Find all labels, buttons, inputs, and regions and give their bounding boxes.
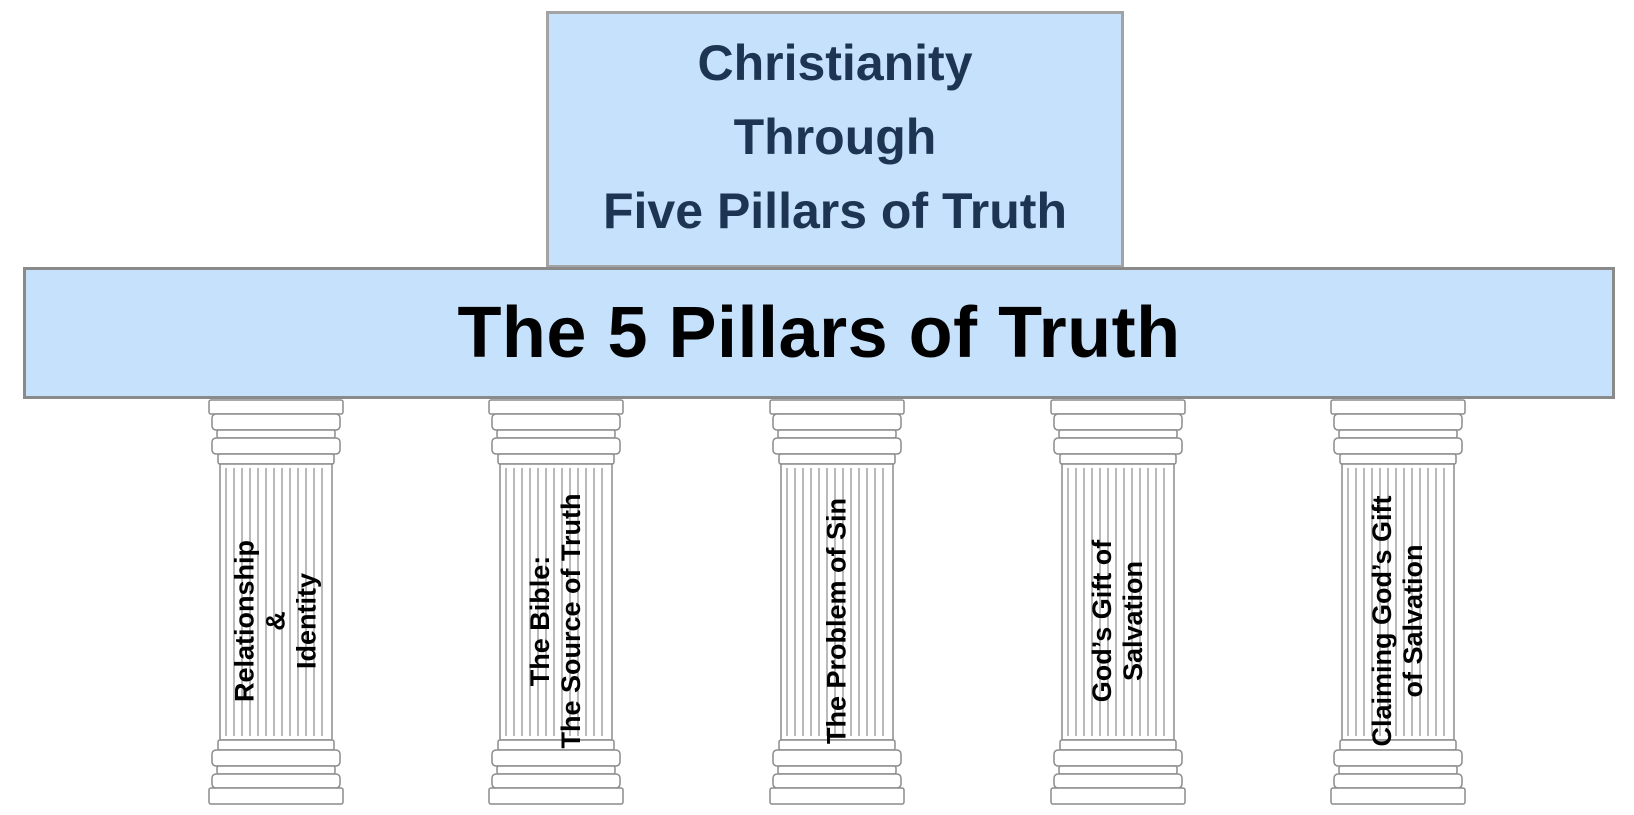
pillar-label: The Problem of Sin [821,497,852,745]
banner-title: The 5 Pillars of Truth [457,293,1181,373]
title-box: Christianity Through Five Pillars of Tru… [546,11,1124,268]
title-line-2: Through [733,108,937,165]
pillar-column-icon [1330,399,1466,805]
pillar-column-icon [488,399,624,805]
pillar-label: God’s Gift of Salvation [1087,539,1148,703]
pillar-column-icon [769,399,905,805]
pillars-banner: The 5 Pillars of Truth [23,267,1615,399]
pillar-column-icon [208,399,344,805]
title-line-1: Christianity [697,34,973,91]
pillar-label: The Bible: The Source of Truth [525,493,586,749]
pillar-column-icon [1050,399,1186,805]
title-line-3: Five Pillars of Truth [603,182,1067,239]
pillar-1: Relationship & Identity [208,399,344,805]
pillar-5: Claiming God’s Gift of Salvation [1330,399,1466,805]
pillar-2: The Bible: The Source of Truth [488,399,624,805]
pillar-3: The Problem of Sin [769,399,905,805]
pillar-4: God’s Gift of Salvation [1050,399,1186,805]
pillar-label: Relationship & Identity [229,540,322,703]
pillar-label: Claiming God’s Gift of Salvation [1367,495,1428,747]
